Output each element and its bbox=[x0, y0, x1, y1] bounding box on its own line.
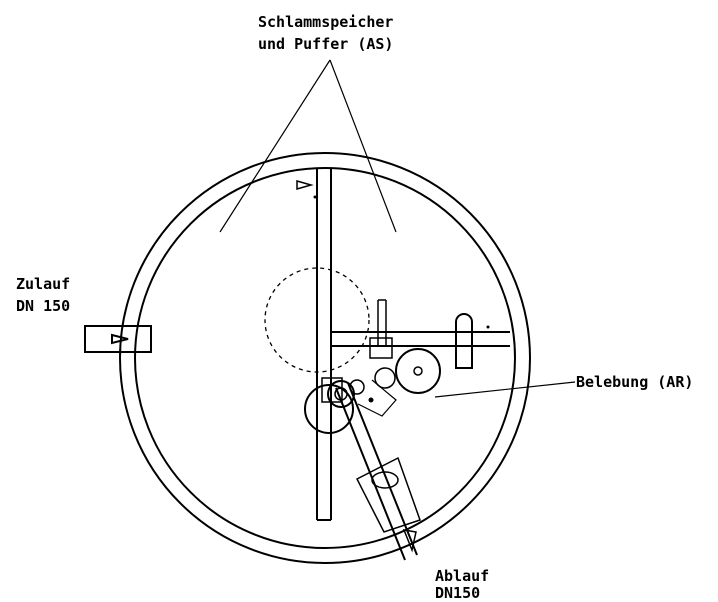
bracket-dot bbox=[368, 397, 374, 403]
tank-inner-wall bbox=[134, 167, 516, 549]
aerator-center bbox=[413, 366, 423, 376]
dashed-opening bbox=[264, 267, 370, 373]
partition-dot bbox=[313, 195, 317, 199]
label-sludge-storage-line1: Schlammspeicher bbox=[258, 13, 393, 31]
tank-outer-wall bbox=[119, 152, 531, 564]
aerator-disc bbox=[395, 348, 441, 394]
large-pipe-opening bbox=[304, 384, 354, 434]
marker-dot bbox=[486, 325, 490, 329]
inlet-flow-arrow bbox=[111, 333, 129, 345]
leader-aeration bbox=[434, 381, 576, 398]
outlet-fitting bbox=[327, 380, 355, 408]
outlet-chamber bbox=[355, 456, 421, 533]
horizontal-partition bbox=[331, 331, 510, 347]
riser-pipe bbox=[455, 313, 473, 369]
label-aeration: Belebung (AR) bbox=[576, 373, 693, 391]
outlet-chamber-opening bbox=[371, 471, 399, 489]
vertical-partition bbox=[316, 168, 332, 521]
outlet-flow-arrow bbox=[402, 529, 417, 553]
label-inlet-line2: DN 150 bbox=[16, 297, 70, 315]
label-outlet-line1: Ablauf bbox=[435, 567, 489, 585]
label-outlet-line2: DN150 bbox=[435, 584, 480, 602]
flow-arrow-top bbox=[296, 180, 314, 190]
label-sludge-storage-line2: und Puffer (AS) bbox=[258, 35, 393, 53]
label-inlet-line1: Zulauf bbox=[16, 275, 70, 293]
junction-box bbox=[321, 377, 343, 403]
outlet-pipe bbox=[335, 382, 418, 561]
valve-small bbox=[374, 367, 396, 389]
support-bracket bbox=[357, 379, 397, 417]
inlet-pipe bbox=[84, 325, 152, 353]
pump-housing bbox=[369, 337, 393, 359]
leader-sludge-storage bbox=[219, 59, 397, 233]
